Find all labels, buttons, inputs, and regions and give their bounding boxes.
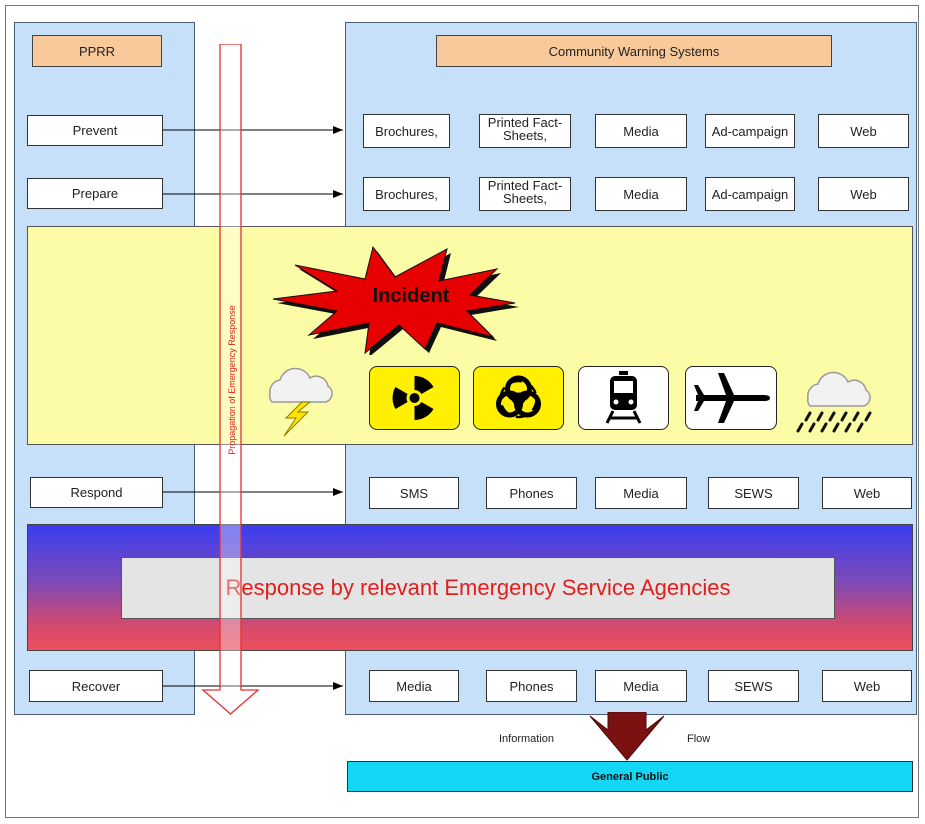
thunderstorm-icon bbox=[269, 367, 333, 437]
information-label: Information bbox=[499, 733, 555, 745]
prevent-channel-web: Web bbox=[818, 114, 909, 148]
rain-icon bbox=[796, 371, 872, 433]
recover-channel-web: Web bbox=[822, 670, 912, 702]
respond-channel-phones: Phones bbox=[486, 477, 577, 509]
radiation-icon bbox=[392, 376, 434, 420]
recover-channel-media-2: Media bbox=[595, 670, 687, 702]
prepare-channel-ad-campaign: Ad-campaign bbox=[705, 177, 795, 211]
incident-explosion-icon bbox=[272, 245, 519, 355]
phase-recover: Recover bbox=[29, 670, 163, 702]
airplane-icon bbox=[694, 373, 770, 423]
biohazard-hazard-tile bbox=[473, 366, 564, 430]
recover-channel-phones: Phones bbox=[486, 670, 577, 702]
respond-channel-sms: SMS bbox=[369, 477, 459, 509]
prevent-channel-ad-campaign: Ad-campaign bbox=[705, 114, 795, 148]
phase-prepare: Prepare bbox=[27, 178, 163, 209]
warning-systems-title: Community Warning Systems bbox=[436, 35, 832, 67]
pprr-title: PPRR bbox=[32, 35, 162, 67]
propagation-label: Propagation of Emergency Response bbox=[227, 305, 237, 455]
recover-channel-sews: SEWS bbox=[708, 670, 799, 702]
prevent-channel-fact-sheets: Printed Fact-Sheets, bbox=[479, 114, 571, 148]
train-hazard-tile bbox=[578, 366, 669, 430]
radiation-hazard-tile bbox=[369, 366, 460, 430]
prepare-channel-web: Web bbox=[818, 177, 909, 211]
respond-channel-web: Web bbox=[822, 477, 912, 509]
prevent-channel-media: Media bbox=[595, 114, 687, 148]
respond-channel-sews: SEWS bbox=[708, 477, 799, 509]
prepare-channel-brochures: Brochures, bbox=[363, 177, 450, 211]
response-label: Response by relevant Emergency Service A… bbox=[121, 557, 835, 619]
recover-channel-media: Media bbox=[369, 670, 459, 702]
prepare-channel-fact-sheets: Printed Fact-Sheets, bbox=[479, 177, 571, 211]
prevent-channel-brochures: Brochures, bbox=[363, 114, 450, 148]
train-icon bbox=[605, 371, 642, 424]
respond-channel-media: Media bbox=[595, 477, 687, 509]
biohazard-icon bbox=[496, 375, 541, 419]
prepare-channel-media: Media bbox=[595, 177, 687, 211]
phase-prevent: Prevent bbox=[27, 115, 163, 146]
propagation-arrow bbox=[201, 44, 260, 715]
flow-label: Flow bbox=[687, 733, 711, 745]
diagram-frame bbox=[5, 5, 919, 818]
information-flow-arrow-icon bbox=[589, 712, 665, 761]
phase-respond: Respond bbox=[30, 477, 163, 508]
incident-label: Incident bbox=[372, 285, 450, 307]
general-public-box: General Public bbox=[347, 761, 913, 792]
airplane-hazard-tile bbox=[685, 366, 777, 430]
